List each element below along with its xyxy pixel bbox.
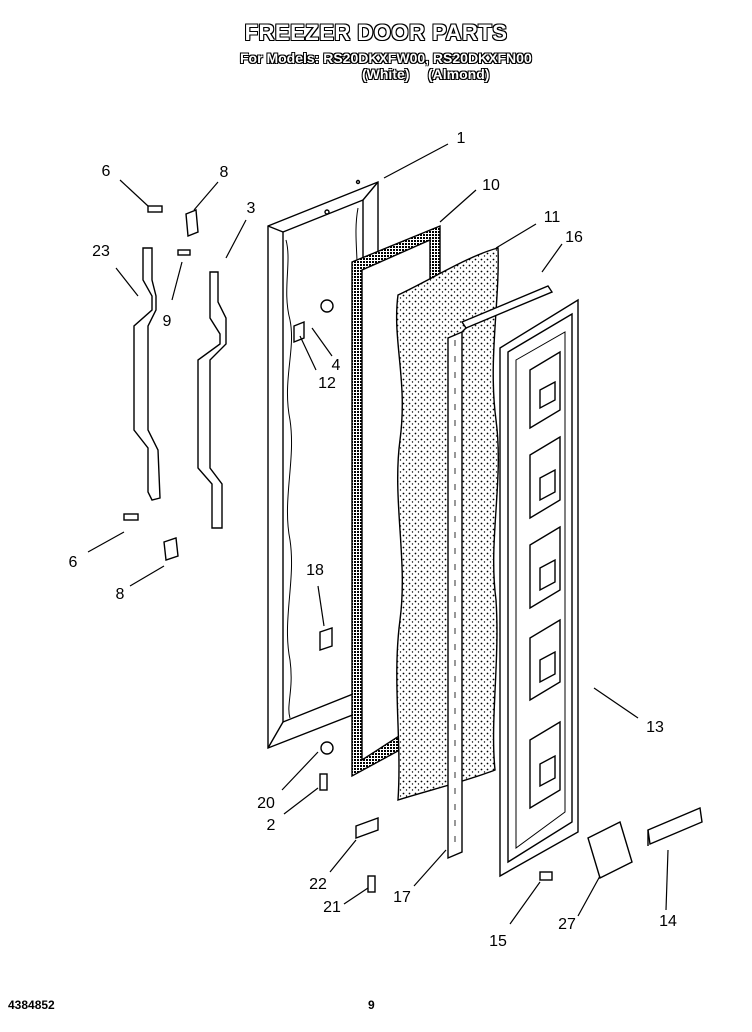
callout-14: 14 bbox=[659, 913, 677, 930]
callout-15: 15 bbox=[489, 933, 507, 950]
page-title: FREEZER DOOR PARTS bbox=[244, 20, 508, 45]
callout-9: 9 bbox=[162, 313, 172, 330]
callout-27: 27 bbox=[558, 916, 576, 933]
document-number: 4384852 bbox=[8, 998, 55, 1012]
callout-6-bottom: 6 bbox=[68, 554, 78, 571]
callout-8-bottom: 8 bbox=[115, 586, 125, 603]
callout-22: 22 bbox=[309, 876, 327, 893]
liner-strip bbox=[447, 330, 463, 860]
callout-18: 18 bbox=[306, 562, 324, 579]
callout-11: 11 bbox=[543, 209, 561, 226]
callout-6-top: 6 bbox=[101, 163, 111, 180]
callout-2: 2 bbox=[266, 817, 276, 834]
models-line: For Models: RS20DKXFW00, RS20DKXFN00 bbox=[240, 50, 532, 66]
page-number: 9 bbox=[368, 998, 375, 1012]
callout-1: 1 bbox=[456, 130, 466, 147]
callout-10: 10 bbox=[482, 177, 500, 194]
color-almond-label: (Almond) bbox=[428, 66, 490, 82]
hardware-parts bbox=[123, 205, 703, 893]
handle-rear bbox=[197, 271, 227, 529]
callout-21: 21 bbox=[323, 899, 341, 916]
callout-4: 4 bbox=[331, 357, 341, 374]
callout-3: 3 bbox=[246, 200, 256, 217]
handle-front bbox=[133, 247, 161, 501]
callout-20: 20 bbox=[257, 795, 275, 812]
callout-8-top: 8 bbox=[219, 164, 229, 181]
color-white-label: (White) bbox=[362, 66, 410, 82]
leader-lines bbox=[87, 143, 669, 925]
top-trim bbox=[460, 285, 554, 333]
callout-13: 13 bbox=[646, 719, 664, 736]
callout-17: 17 bbox=[393, 889, 411, 906]
inner-door-liner bbox=[499, 298, 579, 878]
callout-16: 16 bbox=[565, 229, 583, 246]
callout-23: 23 bbox=[92, 243, 110, 260]
callout-12: 12 bbox=[318, 375, 336, 392]
